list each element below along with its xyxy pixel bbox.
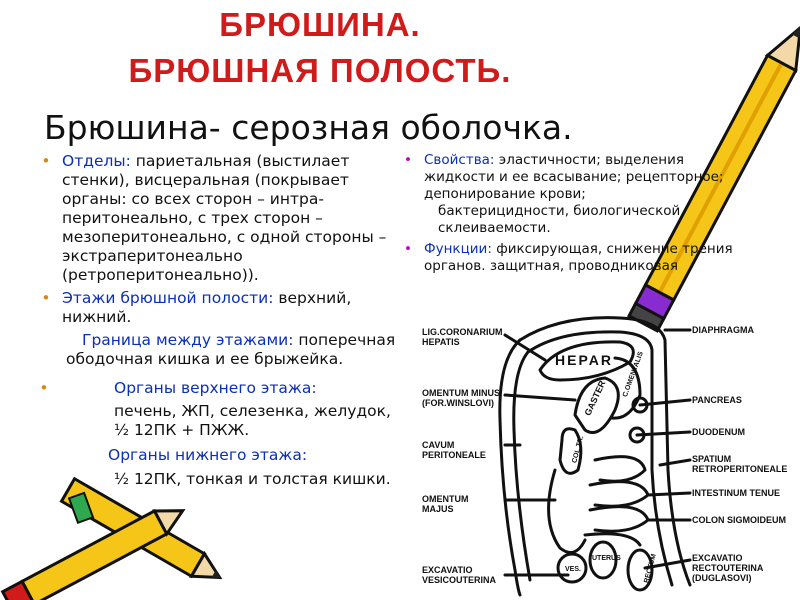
- list-item-upper: • Органы верхнего этажа: печень, ЖП, сел…: [38, 379, 398, 440]
- text-floors: верхний, нижний.: [62, 289, 352, 326]
- text-border: поперечная ободочная кишка и ее брыжейка…: [66, 331, 396, 368]
- bullet: •: [41, 152, 51, 170]
- label-intestinum-tenue: INTESTINUM TENUE: [692, 488, 781, 498]
- list-item-divisions: • Отделы: париетальная (выстилает стенки…: [38, 152, 398, 285]
- list-item-functions: • Функции: фиксирующая, снижение трения …: [400, 241, 745, 275]
- term-floors: Этажи брюшной полости:: [62, 289, 274, 307]
- term-divisions: Отделы:: [62, 152, 131, 170]
- organ-hepar: HEPAR: [555, 352, 613, 368]
- label-excavatio-rectouterina: EXCAVATIO RECTOUTERINA (DUGLASOVI): [692, 553, 764, 583]
- label-pancreas: PANCREAS: [692, 395, 742, 405]
- organ-gaster: GASTER: [583, 379, 608, 418]
- organ-uterus: UTERUS: [592, 555, 621, 562]
- term-functions: Функции:: [424, 241, 492, 257]
- bullet: •: [404, 241, 412, 257]
- title-line-2: БРЮШНАЯ ПОЛОСТЬ.: [128, 52, 512, 89]
- term-properties: Свойства:: [424, 152, 495, 168]
- label-omentum-minus: OMENTUM MINUS (FOR.WINSLOVI): [422, 388, 500, 408]
- list-item-properties: • Свойства: эластичности; выделения жидк…: [400, 152, 745, 237]
- list-item-lower: Органы нижнего этажа: ½ 12ПК, тонкая и т…: [38, 446, 398, 489]
- bullet: •: [39, 379, 49, 397]
- label-duodenum: DUODENUM: [692, 427, 745, 437]
- label-spatium-retroperitoneale: SPATIUM RETROPERITONEALE: [692, 454, 788, 474]
- text-divisions: париетальная (выстилает стенки), висцера…: [62, 152, 387, 284]
- label-lig-coronarium: LIG.CORONARIUM HEPATIS: [422, 327, 503, 347]
- label-excavatio-vesicouterina: EXCAVATIO VESICOUTERINA: [422, 565, 497, 585]
- term-upper: Органы верхнего этажа:: [114, 379, 317, 397]
- title-line-1: БРЮШИНА.: [219, 6, 421, 43]
- text-properties-2: бактерицидности, биологической склеиваем…: [438, 203, 681, 236]
- term-lower: Органы нижнего этажа:: [108, 446, 308, 464]
- label-omentum-majus: OMENTUM MAJUS: [422, 494, 469, 514]
- term-border: Граница между этажами:: [82, 331, 294, 349]
- organ-vesica: VES.: [565, 566, 581, 573]
- text-properties: эластичности; выделения жидкости и ее вс…: [424, 152, 724, 202]
- list-item-border: Граница между этажами: поперечная ободоч…: [38, 331, 398, 369]
- text-functions: фиксирующая, снижение трения органов. за…: [424, 241, 733, 274]
- bullet: •: [41, 289, 51, 307]
- right-text-column: • Свойства: эластичности; выделения жидк…: [400, 152, 745, 275]
- page-subtitle: Брюшина- серозная оболочка.: [44, 108, 573, 147]
- text-lower: ½ 12ПК, тонкая и толстая кишки.: [114, 470, 391, 488]
- organ-colon-transversum: COL.TR.: [571, 435, 585, 464]
- left-text-column: • Отделы: париетальная (выстилает стенки…: [38, 152, 398, 489]
- list-item-floors: • Этажи брюшной полости: верхний, нижний…: [38, 289, 398, 327]
- label-diaphragma: DIAPHRAGMA: [692, 325, 754, 335]
- organ-rectum: RECTUM: [643, 553, 658, 584]
- text-upper: печень, ЖП, селезенка, желудок, ½ 12ПК +…: [114, 402, 391, 439]
- label-cavum-peritoneale: CAVUM PERITONEALE: [422, 440, 486, 460]
- organ-omentalis: C.OMENTALIS: [622, 351, 645, 399]
- bullet: •: [404, 152, 412, 168]
- label-colon-sigmoideum: COLON SIGMOIDEUM: [692, 515, 786, 525]
